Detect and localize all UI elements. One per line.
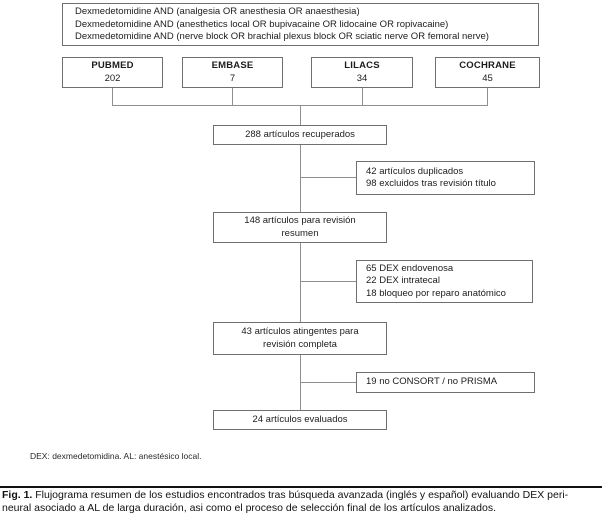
database-box-lilacs: LILACS 34 — [311, 57, 413, 88]
connector-line — [300, 281, 356, 282]
flow-box-label: 24 artículos evaluados — [252, 413, 348, 425]
search-query-box: Dexmedetomidine AND (analgesia OR anesth… — [62, 3, 539, 46]
connector-line — [300, 243, 301, 322]
flow-box-label: 19 no CONSORT / no PRISMA — [366, 376, 498, 388]
flow-box-evaluated: 24 artículos evaluados — [213, 410, 387, 430]
connector-line — [300, 177, 356, 178]
caption-line: neural asociado a AL de larga duración, … — [2, 502, 496, 514]
flow-box-line: 98 excluidos tras revisión título — [366, 178, 496, 189]
flow-box-retrieved: 288 artículos recuperados — [213, 125, 387, 145]
connector-line — [300, 145, 301, 212]
flow-box-line: 22 DEX intratecal — [366, 275, 440, 287]
figure-caption-label: Fig. 1. — [2, 489, 33, 501]
connector-line — [362, 88, 363, 105]
database-box-embase: EMBASE 7 — [182, 57, 283, 88]
database-count: 34 — [356, 72, 368, 84]
database-name: COCHRANE — [459, 60, 516, 71]
flow-box-excluded-full: 19 no CONSORT / no PRISMA — [356, 372, 535, 393]
database-count: 7 — [229, 72, 236, 84]
flow-box-line: 65 DEX endovenosa — [366, 262, 454, 274]
flow-box-excluded-abstract: 65 DEX endovenosa 22 DEX intratecal 18 b… — [356, 260, 533, 303]
flow-box-label: 288 artículos recuperados — [245, 128, 355, 140]
flow-box-line: 148 artículos para revisión — [244, 215, 356, 226]
caption-divider — [0, 486, 602, 488]
database-name: EMBASE — [211, 60, 254, 71]
abbreviations-footnote: DEX: dexmedetomidina. AL: anestésico loc… — [30, 451, 202, 461]
flow-box-excluded-title: 42 artículos duplicados 98 excluidos tra… — [356, 161, 535, 195]
search-query-line: Dexmedetomidine AND (nerve block OR brac… — [75, 31, 489, 42]
caption-text: Flujograma resumen de los estudios encon… — [35, 489, 569, 501]
flow-box-full-review: 43 artículos atingentes para revisión co… — [213, 322, 387, 355]
connector-line — [487, 88, 488, 105]
database-count: 202 — [104, 72, 121, 84]
search-query-line: Dexmedetomidine AND (analgesia OR anesth… — [75, 6, 360, 17]
flow-box-line: 43 artículos atingentes para — [241, 326, 359, 337]
caption-line: Fig. 1. Flujograma resumen de los estudi… — [2, 489, 601, 502]
database-count: 45 — [482, 72, 493, 84]
connector-line — [300, 105, 301, 125]
search-query-line: Dexmedetomidine AND (anesthetics local O… — [75, 18, 449, 30]
connector-line — [300, 382, 356, 383]
flow-box-line: revisión completa — [263, 338, 337, 350]
connector-line — [112, 88, 113, 105]
flow-box-line: 18 bloqueo por reparo anatómico — [366, 287, 506, 299]
flow-box-abstract-review: 148 artículos para revisión resumen — [213, 212, 387, 243]
database-name: LILACS — [344, 60, 380, 71]
flow-box-line: 42 artículos duplicados — [366, 165, 464, 177]
database-box-cochrane: COCHRANE 45 — [435, 57, 540, 88]
connector-line — [232, 88, 233, 105]
database-name: PUBMED — [91, 60, 134, 71]
flow-box-line: resumen — [281, 227, 319, 239]
database-box-pubmed: PUBMED 202 — [62, 57, 163, 88]
figure-caption: Fig. 1. Flujograma resumen de los estudi… — [2, 489, 601, 515]
